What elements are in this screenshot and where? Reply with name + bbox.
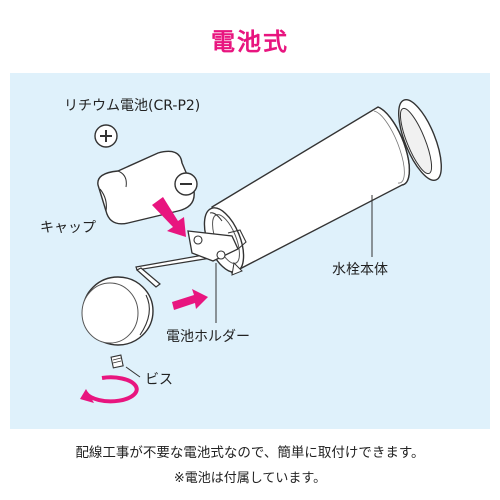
battery-label: リチウム電池(CR-P2) <box>64 98 201 114</box>
battery-holder <box>135 229 247 288</box>
footnote-main: 配線工事が不要な電池式なので、簡単に取付けできます。 <box>75 445 425 461</box>
leader-line-screw <box>125 366 141 378</box>
cap <box>81 276 154 346</box>
cap-label: キャップ <box>40 220 96 236</box>
illustration-panel: リチウム電池(CR-P2) キャップ 水栓本体 電池ホルダー ビス <box>10 73 490 429</box>
screw-label: ビス <box>145 372 173 388</box>
insert-arrow-icon <box>152 197 186 237</box>
plus-sign-icon <box>94 124 118 148</box>
footnote-battery-included: ※電池は付属しています。 <box>173 471 327 486</box>
minus-sign-icon <box>174 172 198 196</box>
screw <box>110 354 124 369</box>
faucet-flange <box>398 99 442 181</box>
battery-holder-label: 電池ホルダー <box>166 329 250 345</box>
insert-arrow-icon <box>172 289 208 310</box>
lithium-battery <box>97 150 195 225</box>
faucet-body-label: 水栓本体 <box>332 262 388 278</box>
page-title: 電池式 <box>211 28 289 56</box>
rotate-arrow-icon <box>80 375 139 404</box>
battery-installation-illustration <box>10 73 490 429</box>
